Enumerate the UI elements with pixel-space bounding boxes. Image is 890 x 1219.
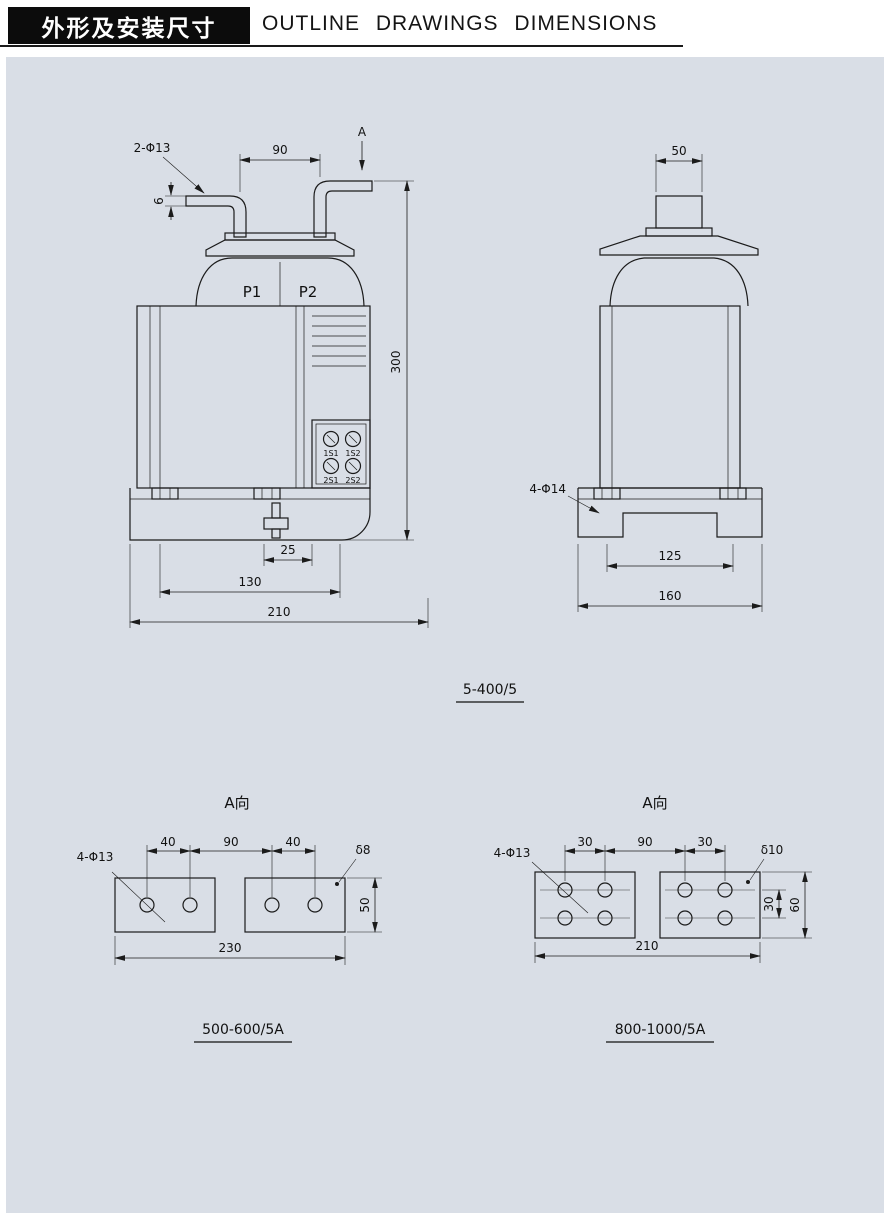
terminal-p2: P2	[299, 283, 318, 301]
dim-40b: 40	[285, 835, 300, 849]
dim-210: 210	[268, 605, 291, 619]
front-view-drawing: A 2-Φ13 90 6 P1 P2	[129, 125, 429, 628]
secondary-terminal-box: 1S1 1S2 2S1 2S2	[311, 419, 371, 489]
hole-callout-800: 4-Φ13	[494, 846, 531, 860]
bolt-hole	[557, 910, 573, 926]
view-a-500: A向 4-Φ13 40 90 40 δ8	[77, 794, 382, 1043]
dim-210: 210	[636, 939, 659, 953]
bolt-hole	[597, 910, 613, 926]
thickness-leader	[338, 858, 357, 883]
insulator-cap-side	[645, 227, 713, 237]
bolt-hole	[307, 897, 323, 913]
dim-30a: 30	[577, 835, 592, 849]
bolt-hole	[139, 897, 155, 913]
primary-terminal-left	[185, 195, 247, 238]
side-hole-callout: 4-Φ14	[529, 482, 566, 496]
bolt-hole	[677, 910, 693, 926]
terminal-stub	[655, 195, 703, 229]
bolt-hole	[264, 897, 280, 913]
bolt-hole	[597, 882, 613, 898]
header-rule	[0, 45, 683, 47]
terminal-plate-left	[534, 871, 636, 939]
terminal-label-1s2: 1S2	[345, 449, 360, 458]
drawing-panel	[6, 57, 884, 1213]
dim-130: 130	[239, 575, 262, 589]
hole-callout-slash	[531, 861, 589, 914]
bolt-hole	[717, 882, 733, 898]
dim-90: 90	[223, 835, 238, 849]
dim-25: 25	[280, 543, 295, 557]
transformer-body	[136, 305, 371, 489]
dim-60: 60	[788, 897, 802, 912]
thickness-leader	[749, 858, 765, 881]
thickness-dot	[335, 882, 339, 886]
mounting-base-side	[577, 487, 763, 538]
header-badge: 外形及安装尺寸	[8, 7, 250, 44]
dim-90: 90	[272, 143, 287, 157]
terminal-label-2s2: 2S2	[345, 476, 360, 485]
front-hole-callout: 2-Φ13	[134, 141, 171, 155]
bolt-hole	[182, 897, 198, 913]
dim-6: 6	[152, 197, 166, 205]
mounting-base-front	[129, 487, 371, 541]
hole-callout-slash	[111, 871, 166, 923]
terminal-plate-right	[244, 877, 346, 933]
view-a-label: A向	[642, 794, 667, 812]
dim-300: 300	[389, 351, 403, 374]
terminal-plate-right	[659, 871, 761, 939]
view-a-label: A向	[224, 794, 249, 812]
dim-50: 50	[358, 897, 372, 912]
side-hole-leader	[567, 495, 600, 514]
caption-500: 500-600/5A	[202, 1022, 284, 1038]
model-label: 5-400/5	[463, 682, 517, 698]
side-view-drawing: 50 4-Φ14	[529, 144, 763, 612]
terminal-plate-left	[114, 877, 216, 933]
vent-grille	[312, 315, 366, 367]
terminal-label-2s1: 2S1	[323, 476, 338, 485]
model-label-group: 5-400/5	[456, 682, 524, 703]
dim-90: 90	[637, 835, 652, 849]
dim-40a: 40	[160, 835, 175, 849]
section-arrow-label: A	[358, 125, 367, 139]
transformer-body-side	[599, 305, 741, 489]
dim-30b: 30	[697, 835, 712, 849]
bolt-hole	[717, 910, 733, 926]
front-hole-leader	[162, 156, 205, 194]
bolt-hole	[557, 882, 573, 898]
terminal-p1: P1	[243, 283, 262, 301]
hole-callout-500: 4-Φ13	[77, 850, 114, 864]
dim-50: 50	[671, 144, 686, 158]
insulator-skirt-side	[599, 235, 759, 256]
dim-160: 160	[659, 589, 682, 603]
thickness-dot	[746, 880, 750, 884]
insulator-skirt	[205, 239, 355, 257]
thickness-label: δ8	[356, 843, 371, 857]
dim-230: 230	[219, 941, 242, 955]
caption-800: 800-1000/5A	[615, 1022, 706, 1038]
dim-30gap: 30	[762, 896, 776, 911]
page-title: OUTLINE DRAWINGS DIMENSIONS	[262, 12, 658, 35]
view-a-800: A向 4-Φ13 30 90	[494, 794, 812, 1043]
insulator-bell	[195, 257, 365, 307]
terminal-label-1s1: 1S1	[323, 449, 338, 458]
header-title-zh: 外形及安装尺寸	[41, 15, 217, 42]
bolt-hole	[677, 882, 693, 898]
primary-terminal-right	[313, 180, 373, 238]
insulator-bell-side	[609, 257, 749, 307]
thickness-label: δ10	[761, 843, 784, 857]
dim-125: 125	[659, 549, 682, 563]
